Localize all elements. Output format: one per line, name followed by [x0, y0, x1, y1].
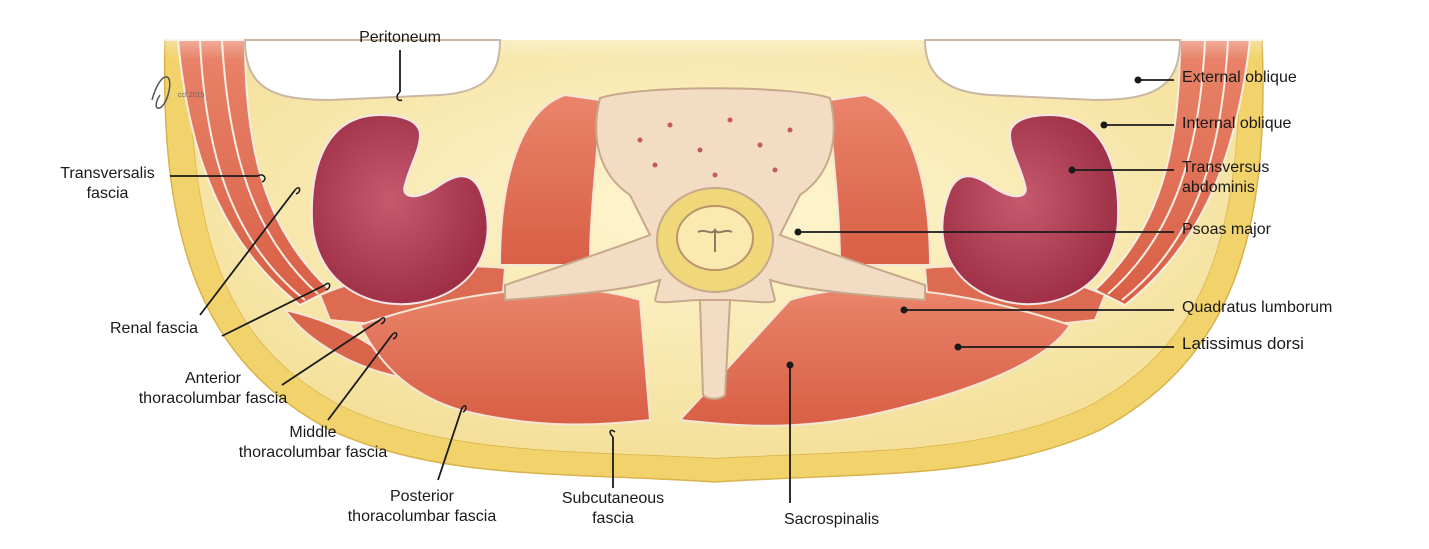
sacrospinalis-muscle: [358, 287, 652, 426]
label-psoas-major-text: Psoas major: [1182, 221, 1271, 238]
right-kidney: [941, 113, 1120, 306]
signature-text: ccf 2015: [178, 92, 205, 99]
label-latissimus-dorsi-text: Latissimus dorsi: [1182, 334, 1304, 353]
label-sacrospinalis-text: Sacrospinalis: [784, 511, 880, 528]
leader-lines: [170, 50, 1174, 503]
label-transversus-line1: Transversus: [1182, 159, 1270, 176]
right-peritoneal-cavity: [923, 39, 1182, 102]
label-external-oblique: External oblique: [1182, 68, 1297, 88]
artist-signature: [151, 76, 171, 109]
label-posterior-thoracolumbar-fascia: Posterior thoracolumbar fascia: [327, 487, 517, 527]
left-peritoneal-cavity: [243, 39, 502, 102]
label-middle-thoracolumbar-fascia: Middle thoracolumbar fascia: [218, 423, 408, 463]
label-anterior-thoracolumbar-fascia: Anterior thoracolumbar fascia: [118, 369, 308, 409]
label-internal-oblique: Internal oblique: [1182, 114, 1291, 134]
label-transversus-line2: abdominis: [1182, 179, 1255, 196]
label-quadratus-lumborum: Quadratus lumborum: [1182, 298, 1332, 318]
label-subcutaneous-fascia: Subcutaneous fascia: [543, 489, 683, 529]
label-peritoneum: Peritoneum: [345, 28, 455, 48]
label-renal-fascia-text: Renal fascia: [110, 320, 199, 337]
left-kidney: [310, 113, 489, 306]
label-subcutaneous-fascia-line1: Subcutaneous: [561, 490, 665, 507]
leader-hooks: [257, 91, 616, 438]
label-renal-fascia: Renal fascia: [110, 319, 198, 339]
label-transversus-abdominis: Transversus abdominis: [1182, 158, 1269, 198]
label-internal-oblique-text: Internal oblique: [1182, 115, 1292, 132]
label-middle-tlf-line2: thoracolumbar fascia: [238, 444, 388, 461]
label-sacrospinalis: Sacrospinalis: [784, 510, 879, 530]
label-transversalis-fascia-line2: fascia: [86, 185, 129, 202]
label-peritoneum-text: Peritoneum: [359, 29, 441, 46]
label-middle-tlf-line1: Middle: [289, 424, 337, 441]
right-abdominal-wall-muscles: [1093, 39, 1262, 307]
label-transversalis-fascia: Transversalis fascia: [45, 164, 170, 204]
label-latissimus-dorsi: Latissimus dorsi: [1182, 334, 1304, 354]
sacrospinalis-muscle-right: [677, 287, 1072, 427]
label-psoas-major: Psoas major: [1182, 220, 1271, 240]
label-anterior-tlf-line1: Anterior: [184, 370, 242, 387]
label-transversalis-fascia-line1: Transversalis: [60, 165, 155, 182]
label-quadratus-lumborum-text: Quadratus lumborum: [1182, 299, 1333, 316]
label-external-oblique-text: External oblique: [1182, 69, 1297, 86]
label-posterior-tlf-line2: thoracolumbar fascia: [347, 508, 497, 525]
label-posterior-tlf-line1: Posterior: [389, 488, 455, 505]
label-subcutaneous-fascia-line2: fascia: [592, 510, 634, 527]
leader-dots: [786, 76, 1142, 369]
label-anterior-tlf-line2: thoracolumbar fascia: [138, 390, 288, 407]
